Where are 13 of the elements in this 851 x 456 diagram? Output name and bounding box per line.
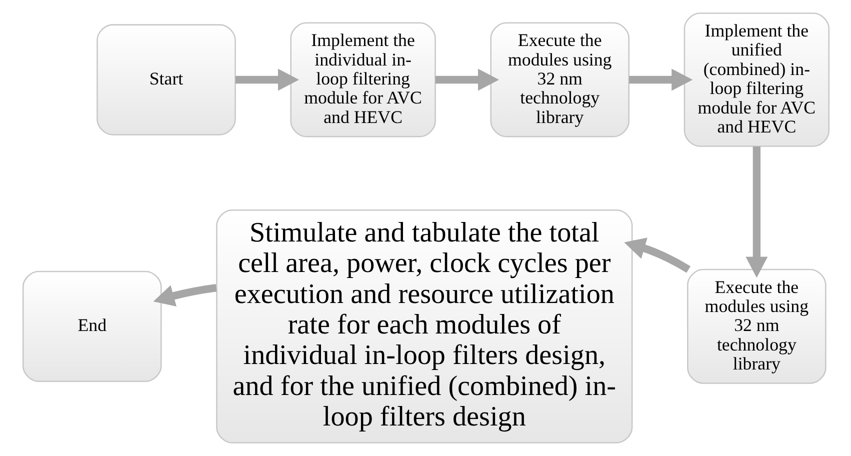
node-box: Implement the individual in-loop filtering module for AVC and HEVC (290, 22, 436, 138)
node-box: End (22, 270, 162, 382)
arrow (234, 68, 299, 91)
arrow (745, 146, 768, 278)
arrow (152, 284, 216, 306)
node-box: Start (96, 24, 236, 136)
node-box: Stimulate and tabulate the total cell area, power, clock cycles per execution and resource utilization rate for each modules of individual in-loop filters design, and for the unified (combined) in-loop filters design (216, 209, 632, 444)
arrow (628, 68, 692, 91)
node-box: Implement the unified (combined) in-loop filtering module for AVC and HEVC (683, 12, 830, 147)
node-box: Execute the modules using 32 nm technology library (490, 22, 630, 138)
arrow (434, 68, 499, 91)
node-box: Execute the modules using 32 nm technology library (686, 268, 826, 384)
arrow (624, 238, 690, 273)
